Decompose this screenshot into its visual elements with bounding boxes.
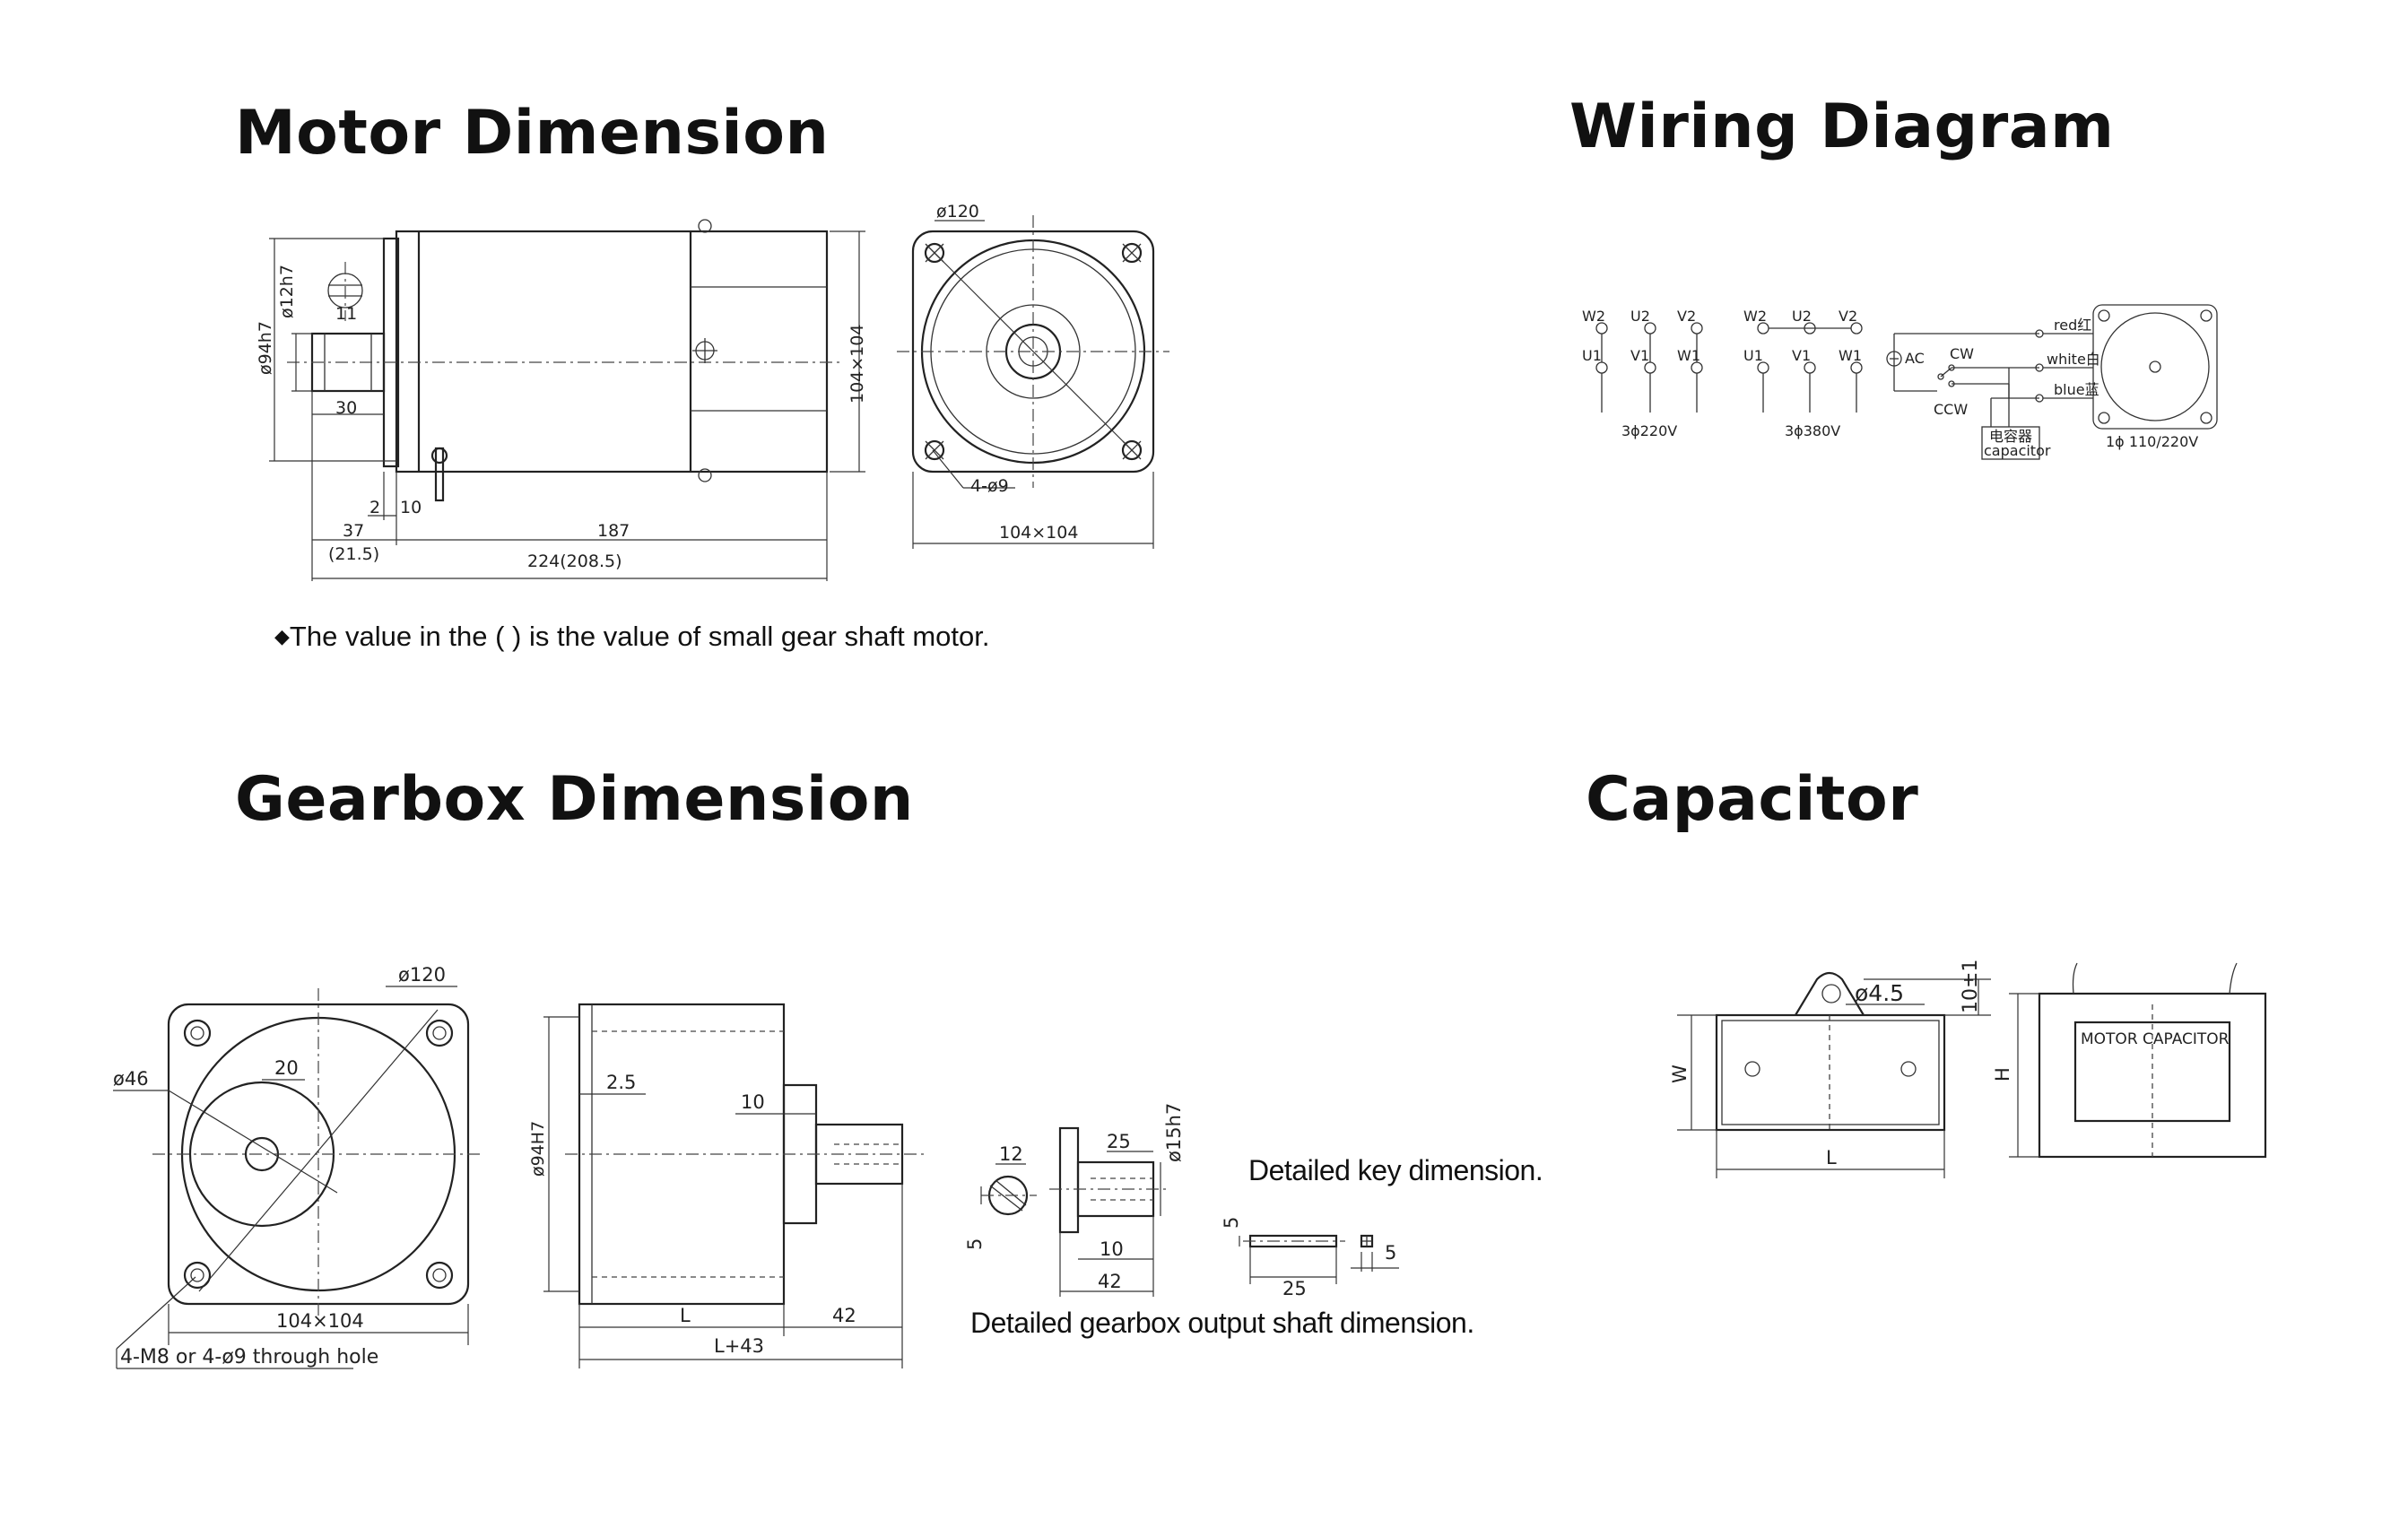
motor-dimension-heading: Motor Dimension [235,98,830,169]
wiring-diagram-heading: Wiring Diagram [1569,91,2115,162]
t380-w2: W2 [1743,308,1767,325]
capacitor-top-view: ø4.5 10±1 W L [1669,960,1991,1178]
dim-key-25: 25 [1282,1278,1307,1299]
wiring-3phase-380: W2 U2 V2 U1 V1 W1 3ϕ380V [1743,308,1863,439]
gearbox-side-view: ø94H7 2.5 10 L 42 L+43 [528,1003,924,1368]
dim-104-vertical: 104×104 [848,325,867,404]
dim-21-5: (21.5) [328,544,379,564]
dim-cap-10: 10±1 [1960,960,1982,1013]
dim-phi12h7: ø12h7 [277,265,297,318]
dim-37: 37 [343,521,364,541]
dim-shaft-10: 10 [1100,1238,1124,1260]
dim-30: 30 [335,398,357,418]
mount-hole-icon [2098,309,2212,424]
label-capacitor-cn: 电容器 [1989,428,2032,445]
wiring-single-phase: AC CW CCW red红 white白 blue蓝 电容器 capacito… [1886,304,2218,460]
shaft-caption: Detailed gearbox output shaft dimension. [970,1307,1474,1339]
t380-w1: W1 [1839,347,1862,364]
label-cw: CW [1950,345,1974,362]
dim-cap-W: W [1669,1064,1691,1083]
dim-187: 187 [597,521,630,541]
dim-shaft-5: 5 [964,1238,986,1250]
t220-w1: W1 [1677,347,1700,364]
dim-gear-20: 20 [274,1057,299,1079]
dim-key-5a: 5 [1221,1217,1242,1229]
capacitor-side-view: H MOTOR CAPACITOR [1992,962,2267,1159]
label-red: red红 [2054,317,2091,334]
dim-gear-phi94h7: ø94H7 [528,1121,548,1177]
capacitor-heading: Capacitor [1586,764,1919,835]
key-caption: Detailed key dimension. [1248,1154,1543,1186]
dim-224: 224(208.5) [527,552,622,571]
t220-u1: U1 [1582,347,1602,364]
dim-gear-L: L [680,1305,691,1326]
dim-shaft-phi15h7: ø15h7 [1163,1103,1185,1162]
label-white: white白 [2047,351,2100,368]
label-capacitor-en: capacitor [1984,442,2051,459]
label-3phase-220: 3ϕ220V [1621,422,1677,439]
dim-cap-L: L [1826,1147,1837,1168]
gearbox-front-view: ø120 ø46 20 104×104 4-M8 or 4-ø9 through… [113,964,484,1369]
label-1phase: 1ϕ 110/220V [2106,433,2198,450]
dim-4-phi9: 4-ø9 [970,476,1009,496]
mount-hole-icon [924,242,1143,461]
dim-10: 10 [400,498,422,517]
dim-shaft-42: 42 [1098,1271,1122,1292]
dim-phi94h7: ø94h7 [256,321,275,375]
dim-gear-104: 104×104 [276,1310,364,1332]
gearbox-key-detail: 5 25 5 [1221,1217,1399,1299]
dim-gear-42: 42 [832,1305,856,1326]
motor-side-view: ø94h7 ø12h7 11 30 2 10 37 (21.5) 187 224… [256,219,867,581]
dim-gear-holes: 4-M8 or 4-ø9 through hole [120,1346,378,1368]
dim-11: 11 [335,304,357,324]
dim-gear-10: 10 [741,1091,765,1113]
dim-shaft-12: 12 [999,1143,1023,1165]
dim-key-5b: 5 [1385,1242,1396,1264]
dim-gear-L43: L+43 [714,1335,764,1357]
label-blue: blue蓝 [2054,381,2099,398]
t220-u2: U2 [1630,308,1650,325]
motor-note-text: The value in the ( ) is the value of sma… [289,621,990,652]
dim-104-horizontal: 104×104 [999,523,1078,543]
diamond-bullet-icon: ◆ [274,625,290,647]
mount-hole-icon [183,1019,454,1290]
dim-cap-H: H [1992,1067,2013,1082]
motor-front-view: ø120 4-ø9 104×104 [897,202,1169,549]
t380-u1: U1 [1743,347,1763,364]
t220-w2: W2 [1582,308,1605,325]
t380-v1: V1 [1792,347,1811,364]
capacitor-box-label: MOTOR CAPACITOR [2081,1030,2230,1048]
wiring-3phase-220: W2 U2 V2 U1 V1 W1 3ϕ220V [1582,308,1703,439]
dim-cap-phi4-5: ø4.5 [1855,980,1904,1006]
t220-v2: V2 [1677,308,1696,325]
dim-phi120: ø120 [936,202,979,222]
t220-v1: V1 [1630,347,1649,364]
dim-shaft-25: 25 [1107,1131,1131,1152]
gearbox-dimension-heading: Gearbox Dimension [235,764,914,835]
label-ac: AC [1905,350,1925,367]
gearbox-shaft-detail: 12 5 25 ø15h7 10 42 [964,1103,1185,1297]
dim-gear-2-5: 2.5 [606,1072,636,1093]
label-3phase-380: 3ϕ380V [1785,422,1840,439]
dim-gear-phi46: ø46 [113,1068,149,1090]
t380-u2: U2 [1792,308,1812,325]
label-ccw: CCW [1934,401,1968,418]
t380-v2: V2 [1839,308,1857,325]
motor-note: ◆The value in the ( ) is the value of sm… [274,621,989,653]
dim-2: 2 [369,498,380,517]
dim-gear-phi120: ø120 [398,964,446,986]
